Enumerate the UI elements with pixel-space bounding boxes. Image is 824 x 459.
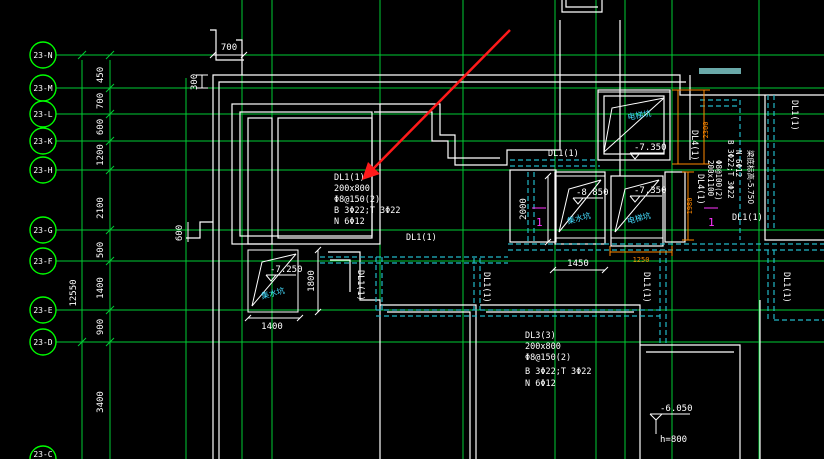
axis-label-23-g: 23-G [33,226,52,235]
dim-500: 500 [96,242,106,258]
axis-bubble-23-g[interactable]: 23-G [29,216,57,244]
dl4-stirrup: Φ8@100(2) [714,160,723,201]
beam-dl1-line1: DL1(1) [334,173,365,183]
dim-1200: 1200 [96,144,106,166]
axis-label-23-l: 23-L [33,110,52,119]
beam-dl3-line2: 200x800 [525,342,561,352]
sump-left-name: 集水坑 [260,285,286,301]
dim-700: 700 [96,93,106,109]
axis-bubble-23-k[interactable]: 23-K [29,127,57,155]
dl4-waist: N 6Φ12 [734,150,743,177]
axis-bubble-23-c[interactable]: 23-C [29,445,57,459]
beam-tag-mid[interactable]: DL1(1) [406,233,437,243]
beam-dl1-line4: B 3Φ22;T 3Φ22 [334,206,401,216]
hidden-beam-lines [320,95,824,345]
elevator-top-name: 电梯坑 [627,108,652,122]
beam-dl1-line2: 200x800 [334,184,370,194]
slab-level: -6.050 [660,404,693,414]
axis-bubble-23-l[interactable]: 23-L [29,100,57,128]
beam-dl3-line5: N 6Φ12 [525,379,556,389]
dim-600: 600 [175,225,185,241]
dim-3400: 3400 [96,391,106,413]
top-right-bar [699,68,741,74]
slab-thickness: h=800 [660,435,687,445]
dim-1400: 1400 [96,277,106,299]
axis-bubble-23-h[interactable]: 23-H [29,156,57,184]
beam-dl3-line1: DL3(3) [525,331,556,341]
dim-450: 450 [96,67,106,83]
axis-bubbles: 23-N 23-M 23-L 23-K 23-H 23-G 23-F 23-E [29,41,57,459]
pit-dim-2300: 2300 [702,122,710,139]
dim-1800: 1800 [307,270,317,292]
dl4-bars: B 3Φ22;T 3Φ22 [726,140,735,199]
sump-left-level: -7.250 [270,265,303,275]
dim-2000: 2000 [519,198,529,220]
beam-dl1-main-label[interactable]: DL1(1) 200x800 Φ8@150(2) B 3Φ22;T 3Φ22 N… [334,173,401,227]
beam-dl3-label[interactable]: DL3(3) 200x800 Φ8@150(2) B 3Φ22;T 3Φ22 N… [525,331,592,389]
red-arrow-annotation [362,29,511,180]
axis-label-23-c: 23-C [33,450,52,459]
beam-dl1-line5: N 6Φ12 [334,217,365,227]
dim-top-700: 700 [221,43,237,53]
dim-300: 300 [190,74,200,90]
beam-tag-v1[interactable]: DL1(1) [355,270,365,301]
dim-1450: 1450 [567,259,589,269]
axis-label-23-f: 23-F [33,257,52,266]
axis-bubble-23-d[interactable]: 23-D [29,328,57,356]
beam-tag-center[interactable]: DL1(1) [548,149,579,159]
level-markers [265,152,690,434]
axis-bubble-23-m[interactable]: 23-M [29,74,57,102]
beam-dl3-line3: Φ8@150(2) [525,353,571,363]
dim-2100: 2100 [96,197,106,219]
misc-dimension-lines [187,51,609,322]
elevator-mid-name: 电梯坑 [626,210,652,226]
axis-label-23-e: 23-E [33,306,52,315]
axis-label-23-d: 23-D [33,338,52,347]
beam-tag-v2[interactable]: DL1(1) [481,272,491,303]
beam-tag-v4[interactable]: DL1(1) [781,272,791,303]
axis-bubble-23-n[interactable]: 23-N [29,41,57,69]
section-marker-1b: 1 [708,216,715,229]
beam-tag-v3[interactable]: DL1(1) [641,272,651,303]
dim-12550: 12550 [69,279,79,306]
dl4-detail[interactable]: 200x1100 Φ8@100(2) B 3Φ22;T 3Φ22 N 6Φ12 … [706,140,756,204]
dim-1400: 1400 [261,322,283,332]
dim-600: 600 [96,119,106,135]
pit-dim-1250: 1250 [633,256,650,264]
sump-mid-level: -8.850 [576,188,609,198]
beam-tag-right-top[interactable]: DL1(1) [789,100,799,131]
axis-label-23-m: 23-M [33,84,52,93]
dimension-ticks [77,50,115,347]
pit-dim-1980: 1980 [686,198,694,215]
dl4-size: 200x1100 [706,160,715,197]
dim-900: 900 [96,319,106,335]
orange-dims [609,89,710,256]
sump-mid-name: 集水坑 [566,210,592,226]
left-dimension-text: 450 700 600 1200 2100 500 1400 12550 900… [69,67,106,413]
axis-label-23-n: 23-N [33,51,52,60]
axis-label-23-h: 23-H [33,166,52,175]
pits [247,91,671,313]
section-marker-1a: 1 [536,216,543,229]
beam-tags: DL1(1) DL1(1) DL1(1) DL1(1) DL4(1) DL4(1… [355,100,799,303]
beam-tag-dl41[interactable]: DL4(1) [689,130,699,161]
axis-bubble-23-f[interactable]: 23-F [29,247,57,275]
beam-dl3-line4: B 3Φ22;T 3Φ22 [525,367,592,377]
beam-tag-right-mid[interactable]: DL1(1) [732,213,763,223]
beam-dl1-line3: Φ8@150(2) [334,195,380,205]
elevator-mid-level: -7.350 [634,186,667,196]
axis-label-23-k: 23-K [33,137,52,146]
axis-bubble-23-e[interactable]: 23-E [29,296,57,324]
beam-tag-dl41-b[interactable]: DL4(1) [695,174,705,205]
dl4-note: 梁底标高-5.750 [746,150,756,204]
elevator-top-level: -7.350 [634,143,667,153]
